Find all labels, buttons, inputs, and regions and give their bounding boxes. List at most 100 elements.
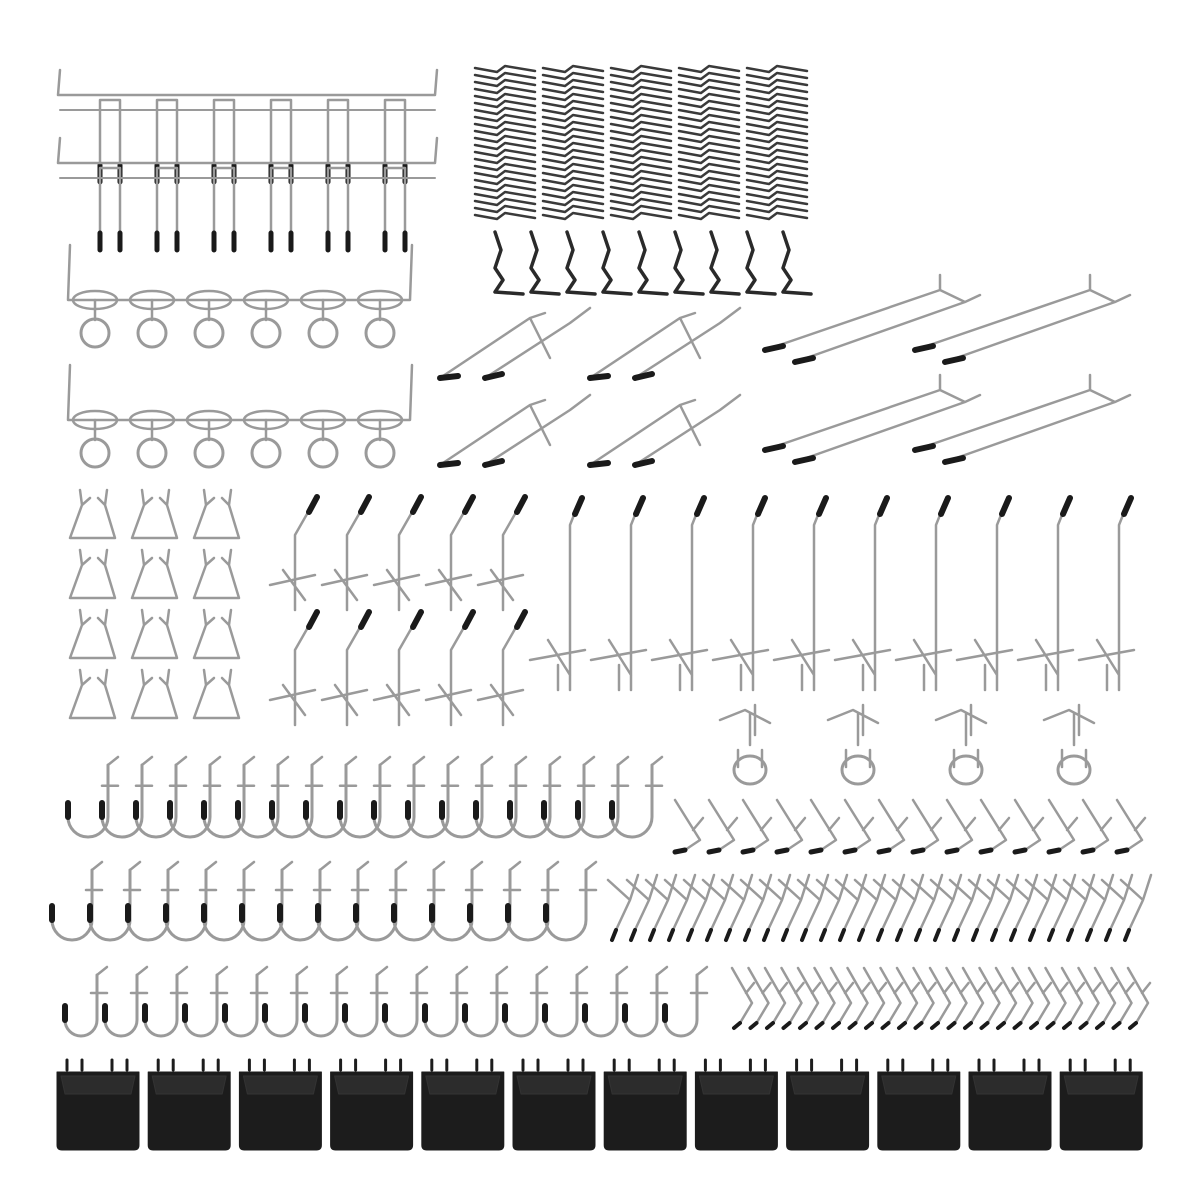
triangle-hook-icon [130, 488, 179, 540]
long-double-prong-hook-icon [762, 273, 982, 365]
small-l-hook-icon [672, 798, 705, 855]
tiny-l-hook-icon [780, 966, 805, 1030]
small-j-hook-icon [342, 965, 389, 1038]
small-j-hook-icon [662, 965, 709, 1038]
medium-j-hook-icon [201, 860, 256, 942]
cross-base-hook-icon [424, 609, 476, 727]
large-j-hook-icon [371, 755, 426, 839]
tiny-l-hook-icon [912, 966, 937, 1030]
tiny-l-hook-icon [1093, 966, 1119, 1030]
long-double-prong-hook-icon [762, 373, 982, 465]
large-j-hook-icon [201, 755, 256, 839]
small-j-hook-icon [622, 965, 669, 1038]
pegboard-clip-icon [709, 230, 741, 296]
storage-bin-icon [421, 1058, 505, 1151]
tiny-l-hook-icon [928, 966, 954, 1030]
large-j-hook-icon [609, 755, 664, 839]
pegboard-clip-icon [529, 230, 561, 296]
medium-j-hook-icon [163, 860, 218, 942]
pegboard-clip-icon [637, 230, 669, 296]
small-j-hook-icon [62, 965, 109, 1038]
long-single-hook-icon [711, 495, 770, 692]
short-double-prong-hook-icon [437, 393, 592, 468]
small-j-hook-icon [382, 965, 429, 1038]
large-j-hook-icon [99, 755, 154, 839]
medium-j-hook-icon [429, 860, 484, 942]
tiny-l-hook-icon [1044, 966, 1069, 1030]
tiny-l-hook-icon [1077, 966, 1102, 1030]
small-j-hook-icon [302, 965, 349, 1038]
small-l-hook-icon [910, 798, 943, 855]
long-single-hook-icon [833, 495, 892, 692]
long-single-hook-icon [589, 495, 648, 692]
small-l-hook-icon [1114, 798, 1147, 855]
ring-holder-icon [718, 703, 772, 786]
tiny-l-hook-icon [1011, 966, 1036, 1030]
cross-base-hook-icon [320, 609, 372, 727]
pegboard-clip-icon [745, 230, 777, 296]
triangle-hook-icon [192, 488, 241, 540]
large-j-hook-icon [575, 755, 630, 839]
pegboard-clip-icon [781, 230, 813, 296]
small-l-hook-icon [876, 798, 909, 855]
cross-base-hook-icon [424, 494, 476, 612]
pegboard-lock-stack-icon [677, 64, 741, 221]
triangle-hook-icon [192, 608, 241, 660]
triangle-hook-icon [130, 668, 179, 720]
cross-base-hook-icon [372, 494, 424, 612]
small-j-hook-icon [102, 965, 149, 1038]
tiny-l-hook-icon [1027, 966, 1053, 1030]
tiny-l-hook-icon [813, 966, 838, 1030]
pegboard-lock-stack-icon [609, 64, 673, 221]
tiny-l-hook-icon [1126, 966, 1152, 1030]
small-j-hook-icon [262, 965, 309, 1038]
storage-bin-icon [330, 1058, 414, 1151]
pegboard-lock-stack-icon [473, 64, 537, 221]
small-j-hook-icon [582, 965, 629, 1038]
long-single-hook-icon [1016, 495, 1075, 692]
loop-rack-icon [66, 243, 414, 349]
triangle-hook-icon [192, 548, 241, 600]
double-rod-hook-icon [56, 68, 439, 185]
large-j-hook-icon [405, 755, 460, 839]
tiny-l-hook-icon [829, 966, 855, 1030]
medium-j-hook-icon [125, 860, 180, 942]
triangle-hook-icon [68, 608, 117, 660]
tiny-l-hook-icon [1060, 966, 1086, 1030]
medium-j-hook-icon [49, 860, 104, 942]
medium-j-hook-icon [505, 860, 560, 942]
double-rod-hook-icon [56, 136, 439, 253]
triangle-hook-icon [130, 608, 179, 660]
large-j-hook-icon [541, 755, 596, 839]
large-j-hook-icon [133, 755, 188, 839]
long-double-prong-hook-icon [912, 373, 1132, 465]
storage-bin-icon [786, 1058, 870, 1151]
small-j-hook-icon [502, 965, 549, 1038]
pegboard-clip-icon [493, 230, 525, 296]
triangle-hook-icon [192, 668, 241, 720]
medium-j-hook-icon [239, 860, 294, 942]
storage-bin-icon [877, 1058, 961, 1151]
triangle-hook-icon [68, 548, 117, 600]
pegboard-lock-stack-icon [745, 64, 809, 221]
tiny-l-hook-icon [1110, 966, 1135, 1030]
large-j-hook-icon [65, 755, 120, 839]
short-double-prong-hook-icon [437, 306, 592, 381]
storage-bin-icon [238, 1058, 322, 1151]
large-j-hook-icon [473, 755, 528, 839]
medium-j-hook-icon [315, 860, 370, 942]
short-double-prong-hook-icon [587, 306, 742, 381]
cross-base-hook-icon [372, 609, 424, 727]
small-l-hook-icon [740, 798, 773, 855]
tiny-l-hook-icon [862, 966, 888, 1030]
storage-bin-icon [694, 1058, 778, 1151]
cross-base-hook-icon [476, 494, 528, 612]
storage-bin-icon [56, 1058, 140, 1151]
angled-hook-icon [1119, 873, 1153, 942]
small-j-hook-icon [542, 965, 589, 1038]
tiny-l-hook-icon [879, 966, 904, 1030]
cross-base-hook-icon [320, 494, 372, 612]
large-j-hook-icon [507, 755, 562, 839]
